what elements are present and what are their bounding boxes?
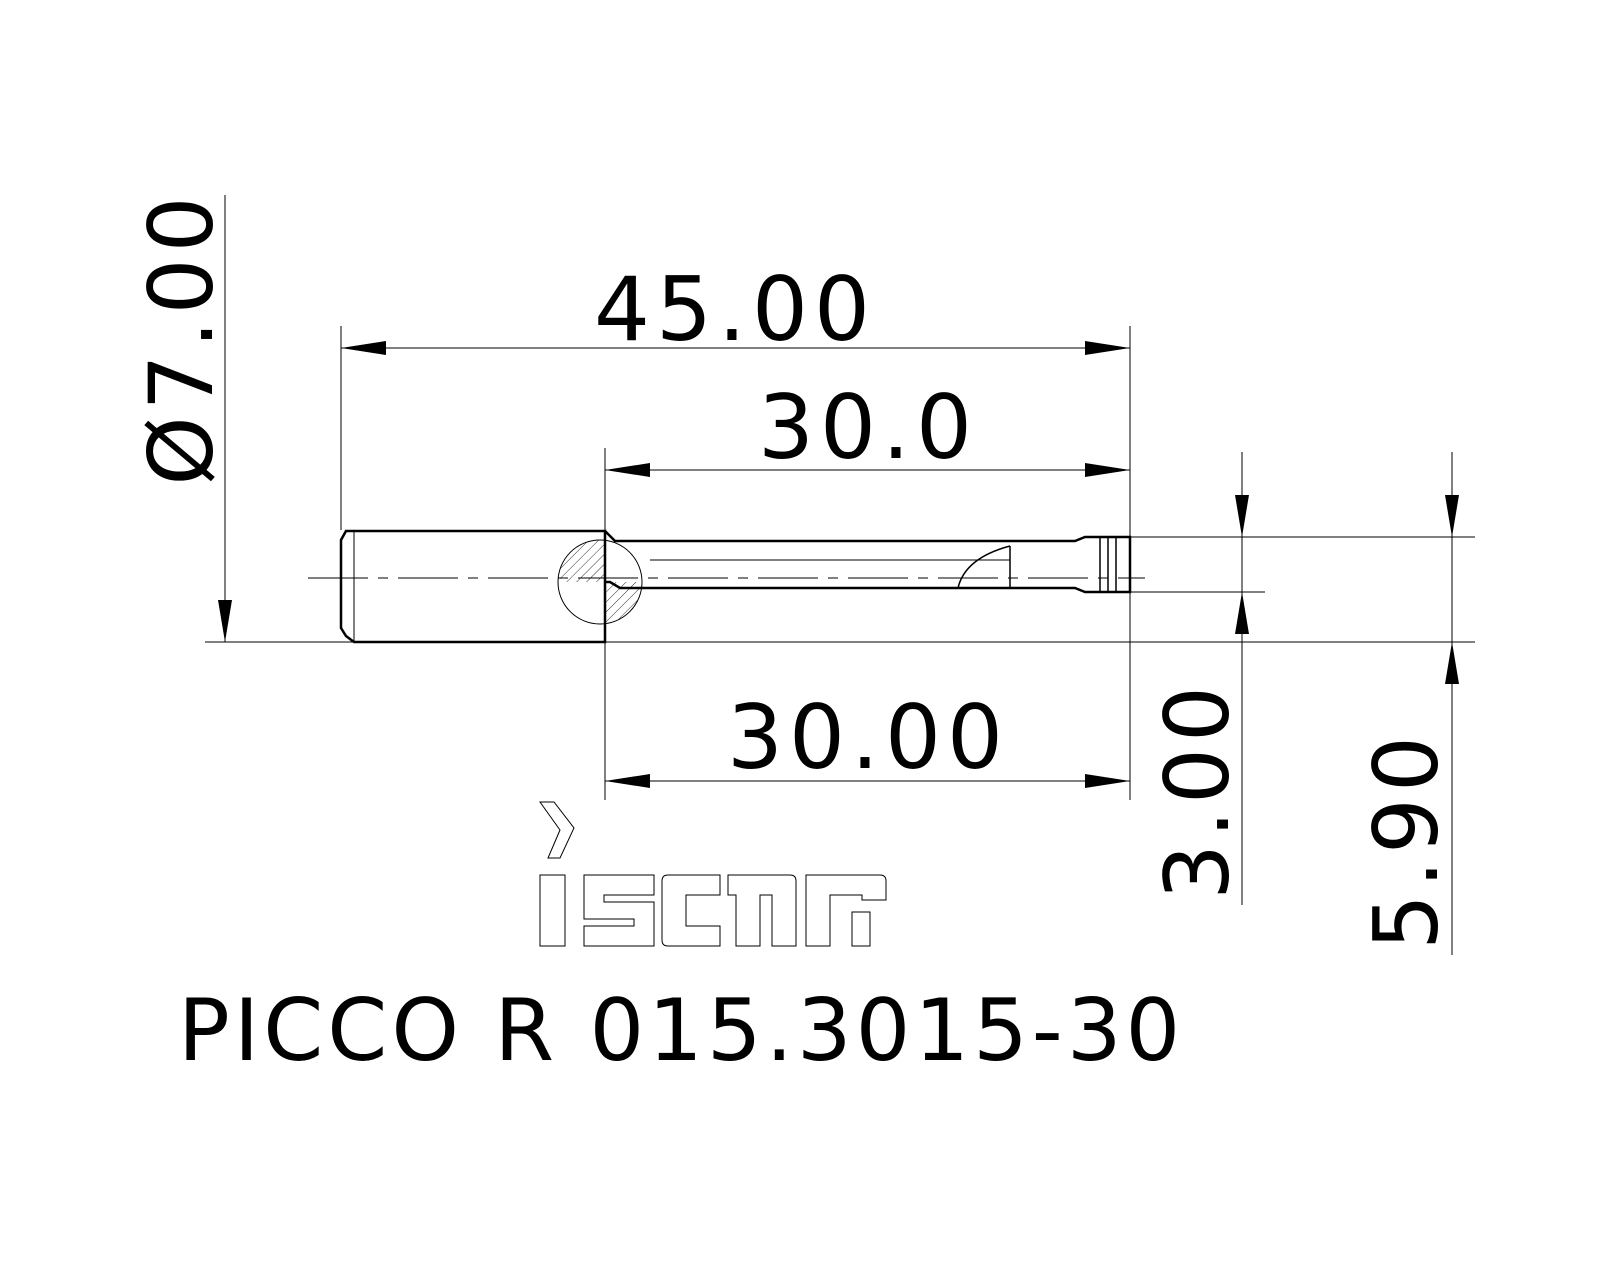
dim-reach-top-text: 30.0 bbox=[758, 376, 978, 479]
neck-outline bbox=[604, 530, 1132, 594]
dim-min-bore-text: 3.00 bbox=[1146, 680, 1249, 900]
dim-height: 5.90 bbox=[1355, 495, 1459, 950]
hatch-upper bbox=[560, 540, 606, 582]
iscar-logo bbox=[539, 801, 887, 947]
dim-shank-diameter: Ø7.00 bbox=[130, 190, 233, 642]
dim-overall-length-text: 45.00 bbox=[594, 258, 876, 361]
dim-shank-diameter-text: Ø7.00 bbox=[130, 190, 233, 485]
dim-reach-top: 30.0 bbox=[605, 376, 1130, 479]
tool-body bbox=[308, 529, 1145, 644]
cutting-edge-arc bbox=[957, 545, 1011, 589]
dim-min-bore: 3.00 bbox=[1146, 495, 1249, 900]
dim-overall-length: 45.00 bbox=[341, 258, 1130, 361]
dim-height-text: 5.90 bbox=[1355, 730, 1458, 950]
dim-reach-bottom-text: 30.00 bbox=[727, 686, 1009, 789]
part-number: PICCO R 015.3015-30 bbox=[178, 981, 1184, 1081]
shank-outline bbox=[339, 529, 607, 644]
dim-reach-bottom: 30.00 bbox=[605, 686, 1130, 789]
